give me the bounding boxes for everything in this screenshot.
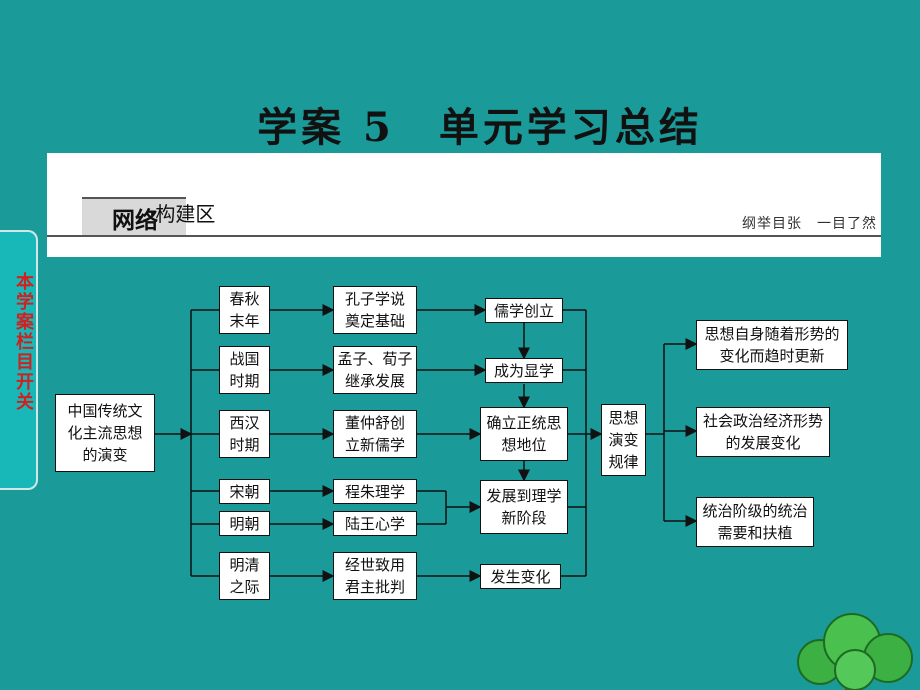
stage-node: 发生变化 [480, 564, 561, 589]
stage-label: 发生变化 [490, 567, 551, 586]
event-label: 陆王心学 [344, 514, 405, 533]
period-node: 宋朝 [219, 479, 270, 504]
event-node: 经世致用君主批判 [333, 552, 417, 600]
stage-node: 发展到理学新阶段 [480, 480, 568, 534]
stage-label: 儒学创立 [493, 301, 554, 320]
event-label: 程朱理学 [344, 482, 405, 501]
law-node: 思想演变规律 [601, 404, 646, 476]
conclusion-node: 社会政治经济形势的发展变化 [696, 407, 830, 457]
root-node-label: 中国传统文化主流思想的演变 [67, 402, 143, 464]
event-node: 程朱理学 [333, 479, 417, 504]
event-node: 孔子学说奠定基础 [333, 286, 417, 334]
period-label: 春秋末年 [229, 290, 260, 330]
law-label: 思想演变规律 [608, 409, 639, 471]
period-label: 战国时期 [229, 350, 260, 390]
stage-label: 确立正统思想地位 [486, 414, 562, 454]
header-divider [47, 235, 881, 237]
conclusion-label: 统治阶级的统治需要和扶植 [702, 502, 808, 542]
event-label: 董仲舒创立新儒学 [344, 414, 405, 454]
event-node: 陆王心学 [333, 511, 417, 536]
period-label: 宋朝 [229, 482, 260, 501]
root-node: 中国传统文化主流思想的演变 [55, 394, 155, 472]
section-header-band: 网络 ·构建区 纲举目张 一目了然 [47, 153, 881, 257]
period-label: 明朝 [229, 514, 260, 533]
stage-label: 成为显学 [493, 361, 554, 380]
period-node: 西汉时期 [219, 410, 270, 458]
event-label: 孟子、荀子继承发展 [337, 350, 413, 390]
section-label-tag: 网络 [82, 197, 186, 235]
stage-label: 发展到理学新阶段 [486, 487, 562, 527]
stage-node: 儒学创立 [485, 298, 563, 323]
conclusion-label: 思想自身随着形势的变化而趋时更新 [704, 325, 840, 365]
event-node: 孟子、荀子继承发展 [333, 346, 417, 394]
tree-illustration [797, 613, 913, 690]
stage-node: 确立正统思想地位 [480, 407, 568, 461]
toggle-column-tab[interactable]: 本学案栏目开关 [0, 230, 38, 490]
period-label: 明清之际 [229, 556, 260, 596]
period-label: 西汉时期 [229, 414, 260, 454]
event-label: 经世致用君主批判 [344, 556, 405, 596]
conclusion-label: 社会政治经济形势的发展变化 [702, 412, 823, 452]
conclusion-node: 统治阶级的统治需要和扶植 [696, 497, 814, 547]
period-node: 战国时期 [219, 346, 270, 394]
stage-node: 成为显学 [485, 358, 563, 383]
event-label: 孔子学说奠定基础 [344, 290, 405, 330]
period-node: 明朝 [219, 511, 270, 536]
period-node: 明清之际 [219, 552, 270, 600]
conclusion-node: 思想自身随着形势的变化而趋时更新 [696, 320, 848, 370]
event-node: 董仲舒创立新儒学 [333, 410, 417, 458]
section-motto: 纲举目张 一目了然 [742, 216, 877, 232]
section-label: 网络 [112, 208, 158, 234]
toggle-column-label: 本学案栏目开关 [13, 272, 34, 412]
page-title: 学案 5 单元学习总结 [257, 104, 703, 151]
period-node: 春秋末年 [219, 286, 270, 334]
section-subtitle: ·构建区 [149, 202, 216, 226]
